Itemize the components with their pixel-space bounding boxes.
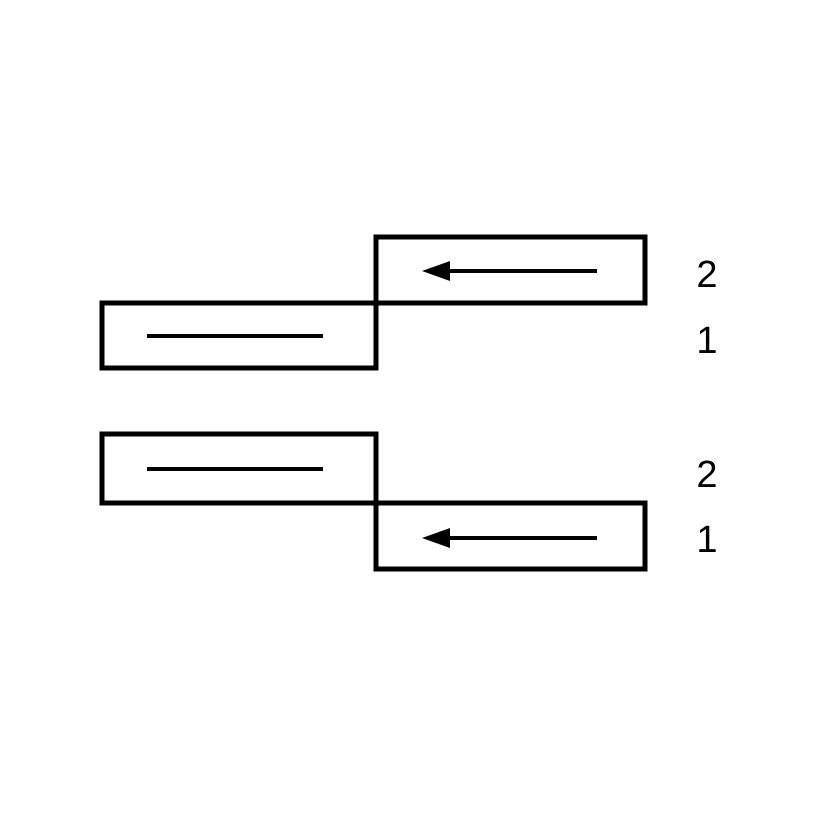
bottom-group-box-1: [373, 500, 648, 572]
bottom-group-box-1-arrowhead-icon: [422, 528, 450, 548]
bottom-group: 2 1: [99, 431, 718, 572]
top-group-box-1: [99, 300, 379, 371]
top-group: 2 1: [99, 234, 718, 371]
top-group-label-2: 2: [696, 254, 717, 296]
bottom-group-box-2: [99, 431, 379, 506]
bottom-group-label-1: 1: [696, 519, 717, 561]
top-group-label-1: 1: [696, 320, 717, 362]
top-group-box-2-arrowhead-icon: [422, 261, 450, 281]
bottom-group-label-2: 2: [696, 454, 717, 496]
top-group-box-2: [373, 234, 648, 306]
